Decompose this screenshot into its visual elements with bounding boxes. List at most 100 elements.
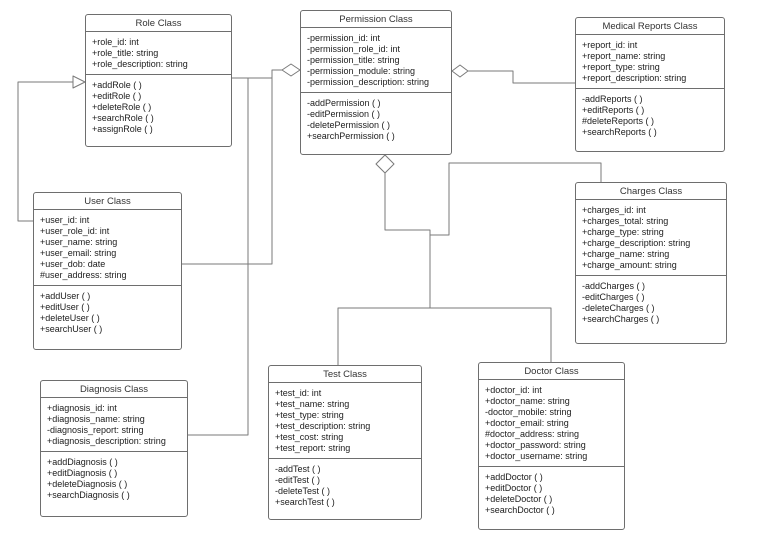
attribute-line: +diagnosis_name: string	[47, 414, 145, 424]
method-line: +assignRole ( )	[92, 124, 153, 134]
attribute-line: +doctor_email: string	[485, 418, 569, 428]
attributes-section: -permission_id: int-permission_role_id: …	[301, 28, 451, 93]
method-line: +addRole ( )	[92, 80, 142, 90]
methods-section: +addDoctor ( )+editDoctor ( )+deleteDoct…	[479, 467, 624, 529]
method-line: +searchTest ( )	[275, 497, 335, 507]
class-box-user: User Class +user_id: int+user_role_id: i…	[33, 192, 182, 350]
attribute-line: +charge_type: string	[582, 227, 664, 237]
attribute-line: -permission_title: string	[307, 55, 400, 65]
class-title: Permission Class	[301, 11, 451, 28]
class-box-doctor: Doctor Class +doctor_id: int+doctor_name…	[478, 362, 625, 530]
attribute-line: +charge_amount: string	[582, 260, 677, 270]
method-line: +editDoctor ( )	[485, 483, 543, 493]
method-line: -addTest ( )	[275, 464, 321, 474]
aggregation-medical-reports-to-permission	[451, 64, 576, 84]
methods-section: -addTest ( )-editTest ( )-deleteTest ( )…	[269, 459, 421, 519]
class-box-medical-reports: Medical Reports Class +report_id: int+re…	[575, 17, 725, 152]
methods-section: -addCharges ( )-editCharges ( )-deleteCh…	[576, 276, 726, 343]
method-line: -deleteCharges ( )	[582, 303, 655, 313]
method-line: +editReports ( )	[582, 105, 645, 115]
attribute-line: +doctor_password: string	[485, 440, 586, 450]
attribute-line: #doctor_address: string	[485, 429, 580, 439]
method-line: -addPermission ( )	[307, 98, 381, 108]
attribute-line: +test_report: string	[275, 443, 351, 453]
class-box-diagnosis: Diagnosis Class +diagnosis_id: int+diagn…	[40, 380, 188, 517]
class-box-charges: Charges Class +charges_id: int+charges_t…	[575, 182, 727, 344]
attribute-line: +test_description: string	[275, 421, 371, 431]
attribute-line: +diagnosis_id: int	[47, 403, 117, 413]
attribute-line: +test_cost: string	[275, 432, 344, 442]
class-title: Doctor Class	[479, 363, 624, 380]
method-line: +deleteUser ( )	[40, 313, 100, 323]
attribute-line: +doctor_id: int	[485, 385, 542, 395]
class-title: User Class	[34, 193, 181, 210]
method-line: -editTest ( )	[275, 475, 321, 485]
attributes-section: +doctor_id: int+doctor_name: string-doct…	[479, 380, 624, 467]
attribute-line: +user_dob: date	[40, 259, 106, 269]
attribute-line: +diagnosis_description: string	[47, 436, 166, 446]
method-line: -addReports ( )	[582, 94, 643, 104]
aggregation-diamond-icon	[451, 64, 469, 78]
method-line: +searchPermission ( )	[307, 131, 395, 141]
attribute-line: +report_type: string	[582, 62, 660, 72]
method-line: +searchRole ( )	[92, 113, 154, 123]
method-line: -editCharges ( )	[582, 292, 645, 302]
attribute-line: -doctor_mobile: string	[485, 407, 572, 417]
attribute-line: +test_type: string	[275, 410, 344, 420]
attribute-line: +report_description: string	[582, 73, 687, 83]
aggregation-diamond-icon	[375, 154, 395, 174]
method-line: +addDiagnosis ( )	[47, 457, 118, 467]
methods-section: -addReports ( )+editReports ( )#deleteRe…	[576, 89, 724, 151]
method-line: -deleteTest ( )	[275, 486, 331, 496]
method-line: +deleteRole ( )	[92, 102, 152, 112]
attribute-line: -permission_id: int	[307, 33, 381, 43]
attribute-line: +role_description: string	[92, 59, 188, 69]
method-line: -editPermission ( )	[307, 109, 381, 119]
attribute-line: +charge_name: string	[582, 249, 670, 259]
method-line: +searchUser ( )	[40, 324, 103, 334]
method-line: +searchCharges ( )	[582, 314, 660, 324]
methods-section: +addDiagnosis ( )+editDiagnosis ( )+dele…	[41, 452, 187, 516]
attribute-line: -diagnosis_report: string	[47, 425, 144, 435]
method-line: +searchDiagnosis ( )	[47, 490, 130, 500]
aggregation-role-user-diagnosis-to-permission	[181, 63, 301, 436]
attribute-line: -permission_role_id: int	[307, 44, 401, 54]
method-line: -addCharges ( )	[582, 281, 646, 291]
class-title: Role Class	[86, 15, 231, 32]
method-line: #deleteReports ( )	[582, 116, 655, 126]
attribute-line: +test_name: string	[275, 399, 350, 409]
attribute-line: +user_email: string	[40, 248, 117, 258]
method-line: +editDiagnosis ( )	[47, 468, 118, 478]
class-box-permission: Permission Class -permission_id: int-per…	[300, 10, 452, 155]
attributes-section: +diagnosis_id: int+diagnosis_name: strin…	[41, 398, 187, 452]
method-line: +deleteDiagnosis ( )	[47, 479, 128, 489]
class-box-test: Test Class +test_id: int+test_name: stri…	[268, 365, 422, 520]
generalization-arrow-icon	[72, 75, 86, 89]
attribute-line: -permission_module: string	[307, 66, 416, 76]
attribute-line: +report_name: string	[582, 51, 666, 61]
method-line: +addUser ( )	[40, 291, 91, 301]
attribute-line: +charges_total: string	[582, 216, 669, 226]
generalization-user-to-role	[17, 75, 86, 222]
attribute-line: +role_title: string	[92, 48, 159, 58]
method-line: -deletePermission ( )	[307, 120, 391, 130]
attribute-line: +user_id: int	[40, 215, 90, 225]
method-line: +searchReports ( )	[582, 127, 657, 137]
method-line: +editRole ( )	[92, 91, 142, 101]
attributes-section: +user_id: int+user_role_id: int+user_nam…	[34, 210, 181, 286]
attribute-line: -permission_description: string	[307, 77, 430, 87]
attribute-line: +test_id: int	[275, 388, 322, 398]
attribute-line: +user_role_id: int	[40, 226, 110, 236]
attribute-line: +charge_description: string	[582, 238, 691, 248]
method-line: +editUser ( )	[40, 302, 90, 312]
methods-section: +addUser ( )+editUser ( )+deleteUser ( )…	[34, 286, 181, 349]
class-title: Diagnosis Class	[41, 381, 187, 398]
attribute-line: #user_address: string	[40, 270, 127, 280]
method-line: +searchDoctor ( )	[485, 505, 555, 515]
attributes-section: +charges_id: int+charges_total: string+c…	[576, 200, 726, 276]
attribute-line: +report_id: int	[582, 40, 638, 50]
attributes-section: +role_id: int+role_title: string+role_de…	[86, 32, 231, 75]
attribute-line: +doctor_username: string	[485, 451, 588, 461]
attribute-line: +doctor_name: string	[485, 396, 570, 406]
